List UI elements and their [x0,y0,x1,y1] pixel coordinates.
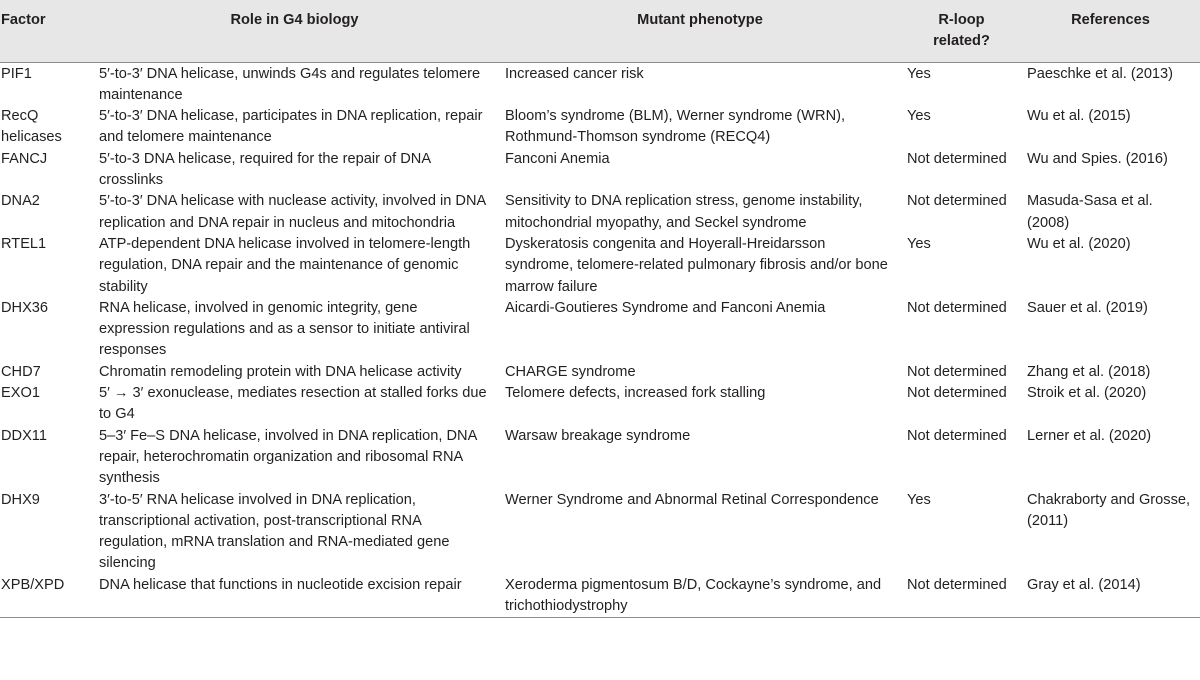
cell-references: Lerner et al. (2020) [1027,427,1152,444]
header-rloop: R-loop related? [933,12,990,50]
table-row: DNA2 5′-to-3′ DNA helicase with nuclease… [0,191,1200,234]
cell-role: ATP-dependent DNA helicase involved in t… [99,235,471,295]
cell-phenotype: Telomere defects, increased fork stallin… [505,385,766,402]
cell-references: Wu et al. (2020) [1027,235,1131,252]
table-row: XPB/XPD DNA helicase that functions in n… [0,574,1200,619]
cell-references: Wu and Spies. (2016) [1027,150,1168,167]
header-phenotype: Mutant phenotype [637,12,763,28]
table-body: PIF1 5′-to-3′ DNA helicase, unwinds G4s … [0,62,1200,619]
cell-phenotype: CHARGE syndrome [505,363,636,380]
table-row: EXO1 5′ → 3′ exonuclease, mediates resec… [0,383,1200,426]
cell-factor: CHD7 [1,363,41,380]
cell-phenotype: Bloom’s syndrome (BLM), Werner syndrome … [505,108,846,146]
cell-phenotype: Fanconi Anemia [505,150,610,167]
cell-factor: DHX9 [1,491,40,508]
cell-factor: DNA2 [1,193,40,210]
cell-references: Zhang et al. (2018) [1027,363,1151,380]
cell-rloop: Yes [907,108,931,125]
cell-rloop: Not determined [907,427,1007,444]
cell-references: Masuda-Sasa et al. (2008) [1027,193,1153,231]
g4-factors-table: Factor Role in G4 biology Mutant phenoty… [0,0,1200,619]
header-factor: Factor [1,12,46,28]
cell-rloop: Not determined [907,385,1007,402]
cell-phenotype: Werner Syndrome and Abnormal Retinal Cor… [505,491,879,508]
header-row: Factor Role in G4 biology Mutant phenoty… [0,0,1200,63]
cell-rloop: Not determined [907,193,1007,210]
cell-role: 5′-to-3′ DNA helicase with nuclease acti… [99,193,486,231]
header-references: References [1071,12,1150,28]
cell-factor: DHX36 [1,299,49,316]
table-row: DHX9 3′-to-5′ RNA helicase involved in D… [0,490,1200,575]
cell-factor: XPB/XPD [0,574,91,619]
cell-phenotype: Warsaw breakage syndrome [505,427,691,444]
table-row: FANCJ 5′-to-3 DNA helicase, required for… [0,149,1200,192]
cell-role: 5′-to-3 DNA helicase, required for the r… [99,150,431,189]
cell-factor: PIF1 [1,65,32,82]
cell-rloop: Not determined [907,150,1007,167]
cell-phenotype: Xeroderma pigmentosum B/D, Cockayne’s sy… [498,574,902,619]
table-row: RecQ helicases 5′-to-3′ DNA helicase, pa… [0,106,1200,149]
cell-factor: RTEL1 [1,235,47,252]
cell-rloop: Not determined [907,363,1007,380]
cell-role: RNA helicase, involved in genomic integr… [99,299,470,359]
cell-factor: RecQ helicases [1,108,62,146]
cell-role: 3′-to-5′ RNA helicase involved in DNA re… [99,491,450,572]
cell-references: Stroik et al. (2020) [1027,385,1147,402]
cell-phenotype: Dyskeratosis congenita and Hoyerall-Hrei… [505,235,888,295]
cell-rloop: Not determined [902,574,1021,619]
header-role: Role in G4 biology [230,12,359,28]
cell-role: DNA helicase that functions in nucleotid… [91,574,498,619]
table-header: Factor Role in G4 biology Mutant phenoty… [0,0,1200,63]
cell-rloop: Yes [907,65,931,82]
cell-phenotype: Sensitivity to DNA replication stress, g… [505,193,863,231]
cell-phenotype: Increased cancer risk [505,65,644,82]
cell-role: 5–3′ Fe–S DNA helicase, involved in DNA … [99,427,477,487]
cell-rloop: Yes [907,235,931,252]
cell-references: Sauer et al. (2019) [1027,299,1148,316]
table-row: DDX11 5–3′ Fe–S DNA helicase, involved i… [0,426,1200,490]
table-row: RTEL1 ATP-dependent DNA helicase involve… [0,234,1200,298]
cell-references: Chakraborty and Grosse, (2011) [1027,491,1191,529]
cell-phenotype: Aicardi-Goutieres Syndrome and Fanconi A… [505,299,826,316]
cell-references: Wu et al. (2015) [1027,108,1131,125]
cell-role: 5′-to-3′ DNA helicase, unwinds G4s and r… [99,65,481,103]
cell-factor: DDX11 [1,427,47,444]
cell-role: 5′-to-3′ DNA helicase, participates in D… [99,108,483,146]
table-row: CHD7 Chromatin remodeling protein with D… [0,362,1200,383]
cell-references: Paeschke et al. (2013) [1027,65,1174,82]
cell-references: Gray et al. (2014) [1021,574,1200,619]
table-row: PIF1 5′-to-3′ DNA helicase, unwinds G4s … [0,62,1200,106]
cell-role: Chromatin remodeling protein with DNA he… [99,363,462,380]
table-row: DHX36 RNA helicase, involved in genomic … [0,298,1200,362]
cell-rloop: Yes [907,491,931,508]
cell-role: 5′ → 3′ exonuclease, mediates resection … [99,385,487,423]
cell-factor: EXO1 [1,385,40,402]
cell-rloop: Not determined [907,299,1007,316]
cell-factor: FANCJ [1,150,48,167]
